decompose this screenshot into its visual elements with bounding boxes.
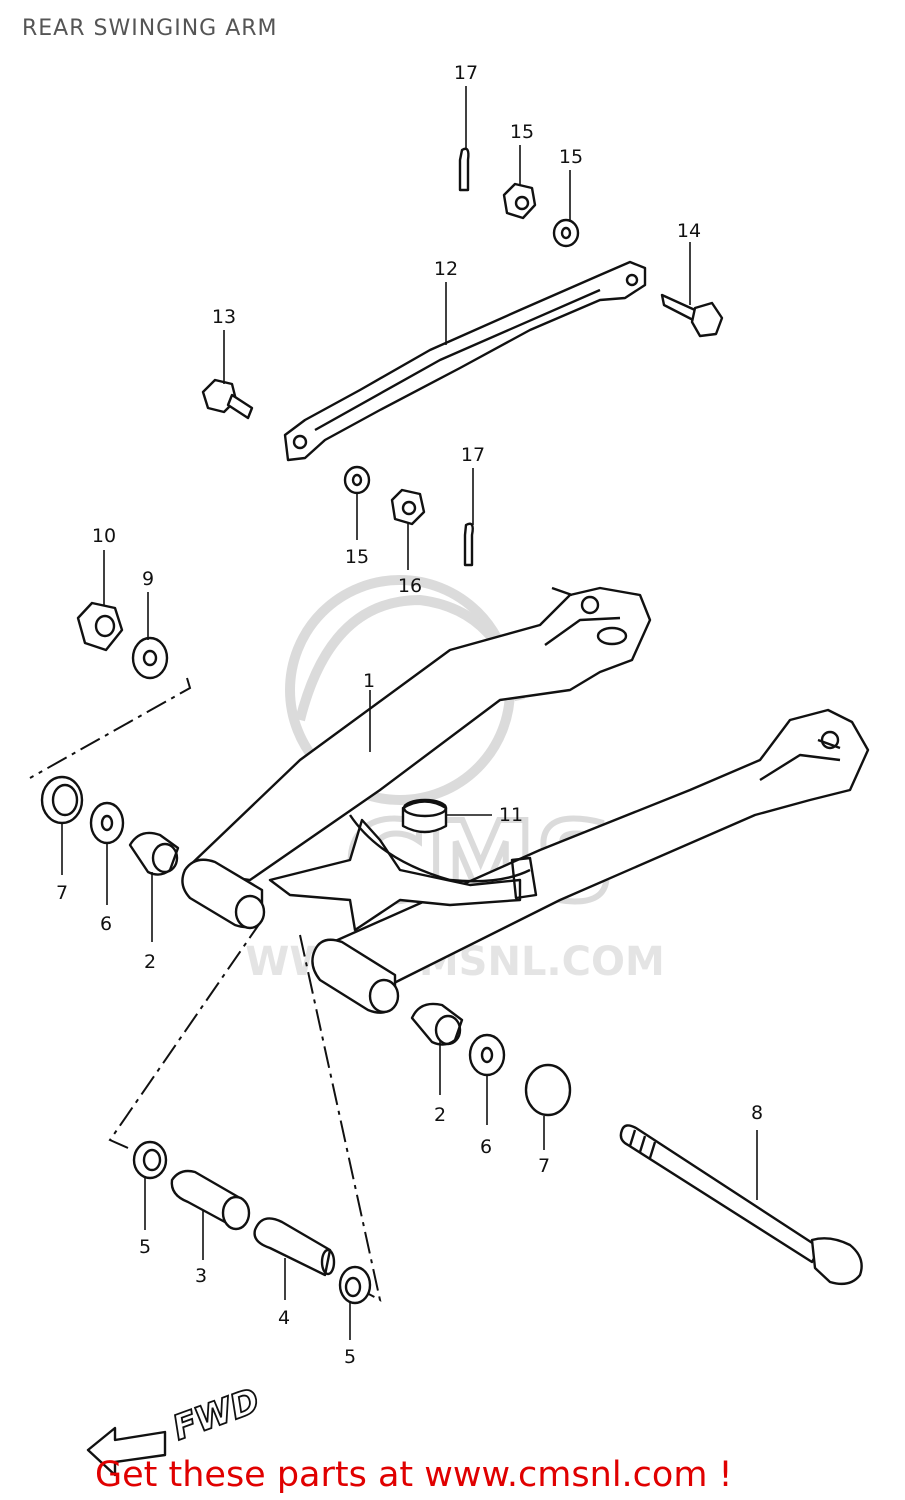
torque-link-12 [283, 260, 647, 462]
nut-10 [76, 601, 124, 652]
washer-15-middle [343, 465, 371, 495]
callout-2: 2 [144, 951, 156, 973]
guide-line-left [29, 677, 192, 779]
bumper-11 [401, 798, 448, 834]
callout-5: 5 [139, 1236, 151, 1258]
callout-15: 15 [345, 546, 369, 568]
bearing-2-right [410, 1002, 464, 1046]
callout-3: 3 [195, 1265, 207, 1287]
callout-12: 12 [434, 258, 458, 280]
callout-9: 9 [142, 568, 154, 590]
fwd-label: FWD [168, 1381, 265, 1449]
callout-13: 13 [212, 306, 236, 328]
washer-6-left [89, 801, 125, 845]
nut-16 [390, 488, 426, 526]
axle-bolt-8 [619, 1124, 863, 1286]
cap-7-left [40, 775, 84, 825]
callout-2: 2 [434, 1104, 446, 1126]
guide-line-lower-right [299, 934, 382, 1302]
bearing-2-left [128, 831, 180, 876]
footer-promo-link[interactable]: Get these parts at www.cmsnl.com ! [95, 1455, 733, 1495]
pivot-shaft-4 [253, 1217, 336, 1277]
callout-6: 6 [480, 1136, 492, 1158]
callout-7: 7 [538, 1155, 550, 1177]
seal-5-right [338, 1265, 372, 1305]
cap-7-right [524, 1063, 572, 1117]
callout-labels: 17 15 15 14 12 13 17 10 9 15 16 1 11 7 6… [56, 62, 763, 1368]
cotter-pin-17-top [458, 147, 470, 192]
callout-15: 15 [559, 146, 583, 168]
guide-line-lower-left [108, 919, 263, 1149]
callout-15: 15 [510, 121, 534, 143]
callout-11: 11 [499, 804, 523, 826]
callout-14: 14 [677, 220, 701, 242]
callout-5: 5 [344, 1346, 356, 1368]
callout-7: 7 [56, 882, 68, 904]
cotter-pin-17-middle [463, 522, 474, 567]
washer-9 [131, 636, 169, 680]
callout-8: 8 [751, 1102, 763, 1124]
page-title: REAR SWINGING ARM [22, 16, 278, 41]
collar-3 [170, 1169, 251, 1231]
leader-lines [61, 86, 758, 1340]
washer-15-top [552, 218, 580, 248]
swing-arm-1 [181, 586, 870, 1014]
callout-17: 17 [454, 62, 478, 84]
callout-10: 10 [92, 525, 116, 547]
bolt-14 [660, 293, 724, 338]
washer-6-right [468, 1033, 506, 1077]
callout-17: 17 [461, 444, 485, 466]
bolt-13 [201, 378, 254, 420]
callout-16: 16 [398, 575, 422, 597]
callout-4: 4 [278, 1307, 290, 1329]
seal-5-left [132, 1140, 168, 1180]
callout-1: 1 [363, 670, 375, 692]
callout-6: 6 [100, 913, 112, 935]
nut-15-top [502, 182, 537, 220]
